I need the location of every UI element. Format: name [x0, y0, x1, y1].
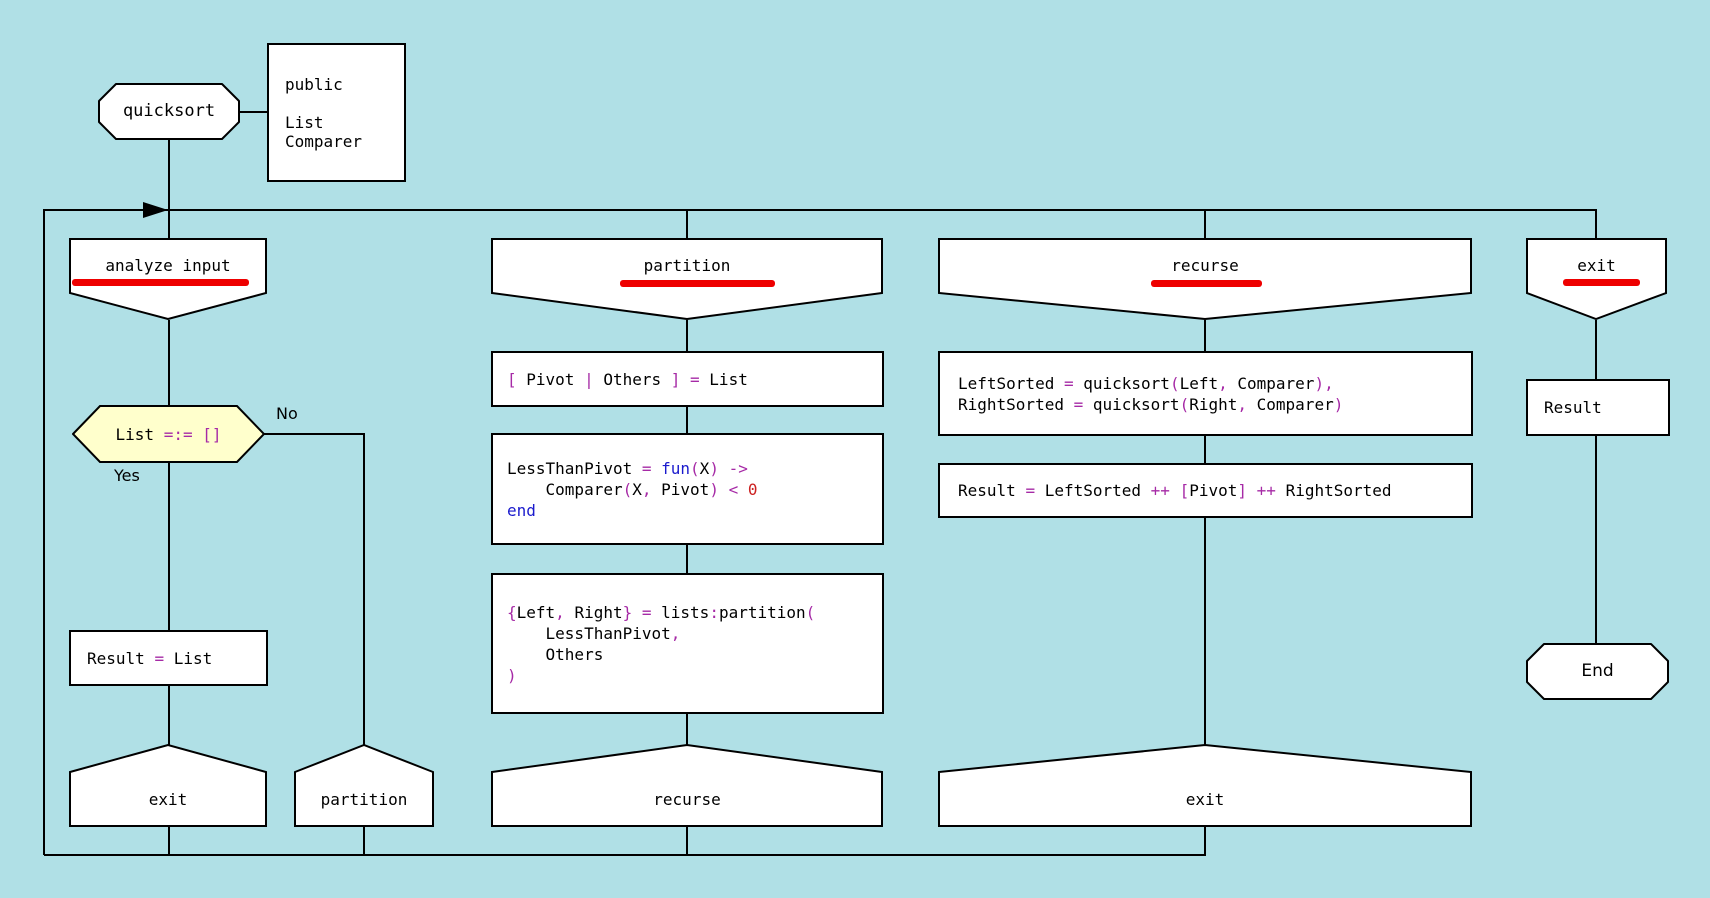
action-code: Result = LeftSorted ++ [Pivot] ++ RightS…: [958, 481, 1392, 500]
red-underline: [620, 280, 775, 287]
branch-header-shape: [491, 238, 883, 320]
address-exit-1[interactable]: exit: [69, 744, 267, 827]
action-code: {Left, Right} = lists:partition( LessTha…: [507, 602, 816, 685]
address-exit-2[interactable]: exit: [938, 744, 1472, 827]
end-node[interactable]: End: [1526, 643, 1669, 700]
branch-header-label: exit: [1577, 256, 1616, 275]
branch-header-exit[interactable]: exit: [1526, 238, 1667, 320]
label-yes: Yes: [114, 466, 140, 485]
action-less-than-pivot[interactable]: LessThanPivot = fun(X) -> Comparer(X, Pi…: [491, 433, 884, 545]
action-code: [ Pivot | Others ] = List: [507, 369, 748, 389]
red-underline: [1563, 279, 1640, 286]
action-code: LeftSorted = quicksort(Left, Comparer),R…: [958, 373, 1344, 414]
action-recurse-calls[interactable]: LeftSorted = quicksort(Left, Comparer),R…: [938, 351, 1473, 436]
start-node-label: quicksort: [122, 101, 216, 121]
output-label: Result: [1544, 398, 1602, 417]
address-shape: [69, 744, 267, 827]
decision-condition: List =:= []: [115, 424, 222, 444]
branch-header-recurse[interactable]: recurse: [938, 238, 1472, 320]
action-code: LessThanPivot = fun(X) -> Comparer(X, Pi…: [507, 458, 758, 520]
address-shape: [491, 744, 883, 827]
address-partition[interactable]: partition: [294, 744, 434, 827]
red-underline: [72, 279, 249, 286]
arrow-right-icon: [143, 202, 168, 218]
red-underline: [1151, 280, 1262, 287]
address-shape: [294, 744, 434, 827]
address-label: partition: [320, 789, 408, 809]
branch-header-shape: [938, 238, 1472, 320]
start-node-shape: [98, 83, 240, 140]
address-shape: [938, 744, 1472, 827]
action-concat-result[interactable]: Result = LeftSorted ++ [Pivot] ++ RightS…: [938, 463, 1473, 518]
address-label: recurse: [653, 789, 721, 809]
label-no: No: [276, 404, 298, 423]
end-node-label: End: [1581, 661, 1614, 681]
decision-shape: [72, 405, 265, 463]
output-result[interactable]: Result: [1526, 379, 1670, 436]
branch-header-label: analyze input: [105, 256, 231, 275]
branch-header-label: recurse: [1171, 256, 1239, 275]
address-recurse[interactable]: recurse: [491, 744, 883, 827]
start-node-quicksort[interactable]: quicksort: [98, 83, 240, 140]
action-result-list[interactable]: Result = List: [69, 630, 268, 686]
branch-header-partition[interactable]: partition: [491, 238, 883, 320]
action-code: Result = List: [87, 648, 213, 668]
end-node-shape: [1526, 643, 1669, 700]
action-lists-partition[interactable]: {Left, Right} = lists:partition( LessTha…: [491, 573, 884, 714]
address-label: exit: [1185, 789, 1225, 809]
branch-header-label: partition: [643, 256, 731, 275]
branch-header-analyze-input[interactable]: analyze input: [69, 238, 267, 320]
action-pivot-match[interactable]: [ Pivot | Others ] = List: [491, 351, 884, 407]
address-label: exit: [148, 789, 188, 809]
decision-list-empty[interactable]: List =:= []: [72, 405, 265, 463]
